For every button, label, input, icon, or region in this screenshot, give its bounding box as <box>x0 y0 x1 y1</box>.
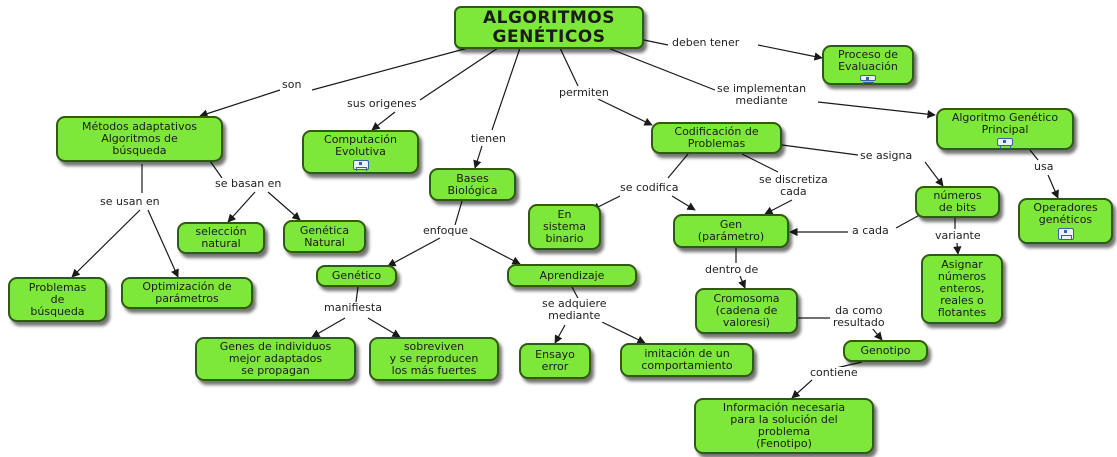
link-label-deben-tener: deben tener <box>670 36 742 49</box>
node-aprendizaje[interactable]: Aprendizaje <box>507 264 637 287</box>
link-label-sus-origenes: sus origenes <box>345 97 419 110</box>
node-label: Proceso de Evaluación <box>838 48 898 73</box>
node-label: ALGORITMOS GENÉTICOS <box>482 7 616 47</box>
node-algoritmos-geneticos[interactable]: ALGORITMOS GENÉTICOS <box>454 6 644 49</box>
node-cromosoma[interactable]: Cromosoma (cadena de valoresi) <box>695 288 798 334</box>
node-label: Aprendizaje <box>539 268 605 282</box>
node-label: Algoritmo Genético Principal <box>951 111 1059 136</box>
link-label-se-implementan: se implementan mediante <box>715 82 809 107</box>
submap-icon[interactable] <box>860 75 876 86</box>
node-genetica-natural[interactable]: Genética Natural <box>283 220 366 253</box>
node-label: Cromosoma (cadena de valoresi) <box>713 292 780 329</box>
link-label-se-usan-en: se usan en <box>98 195 162 208</box>
node-label: Codificación de Problemas <box>674 125 759 150</box>
node-operadores-geneticos[interactable]: Operadores genéticos <box>1018 198 1113 244</box>
node-ensayo-error[interactable]: Ensayo error <box>519 343 591 379</box>
node-codificacion-problemas[interactable]: Codificación de Problemas <box>651 122 782 154</box>
node-gen-parametro[interactable]: Gen (parámetro) <box>673 214 789 248</box>
node-label: sobreviven y se reproducen los más fuert… <box>389 340 479 377</box>
node-bases-biologica[interactable]: Bases Biológica <box>429 168 516 201</box>
link-label-tienen: tienen <box>469 132 508 145</box>
node-sobreviven[interactable]: sobreviven y se reproducen los más fuert… <box>369 337 499 381</box>
node-label: Computación Evolutiva <box>324 133 397 158</box>
link-label-se-basan-en: se basan en <box>213 177 284 190</box>
node-label: Genética Natural <box>299 223 350 249</box>
link-label-se-codifica: se codifica <box>618 181 681 194</box>
link-label-dentro-de: dentro de <box>703 263 761 276</box>
node-label: Bases Biológica <box>447 171 498 197</box>
node-metodos-adaptativos[interactable]: Métodos adaptativos Algoritmos de búsque… <box>56 116 223 162</box>
node-genetico[interactable]: Genético <box>316 265 397 287</box>
link-label-contiene: contiene <box>808 366 860 379</box>
node-numeros-de-bits[interactable]: números de bits <box>915 186 1000 218</box>
link-label-se-discretiza: se discretiza cada <box>757 173 830 198</box>
node-optimizacion-parametros[interactable]: Optimización de parámetros <box>121 277 253 309</box>
node-computacion-evolutiva[interactable]: Computación Evolutiva <box>302 130 419 174</box>
node-label: imitación de un comportamiento <box>641 347 733 372</box>
link-label-usa: usa <box>1032 160 1056 173</box>
link-label-variante: variante <box>933 229 983 242</box>
link-label-son: son <box>280 78 304 91</box>
node-asignar-numeros[interactable]: Asignar números enteros, reales o flotan… <box>921 254 1003 324</box>
node-informacion-fenotipo[interactable]: Información necesaria para la solución d… <box>694 398 874 454</box>
link-label-se-adquiere: se adquiere mediante <box>540 297 609 322</box>
node-label: selección natural <box>195 225 247 250</box>
node-label: Genotipo <box>860 344 911 357</box>
node-label: Información necesaria para la solución d… <box>722 401 846 450</box>
node-label: Genético <box>331 269 382 282</box>
link-label-a-cada: a cada <box>850 224 891 237</box>
node-label: Ensayo error <box>535 348 575 373</box>
submap-icon[interactable] <box>997 138 1013 149</box>
node-label: Gen (parámetro) <box>697 218 765 243</box>
node-imitacion-comportamiento[interactable]: imitación de un comportamiento <box>620 343 754 377</box>
node-label: Operadores genéticos <box>1033 201 1098 226</box>
link-label-se-asigna: se asigna <box>858 149 915 162</box>
node-seleccion-natural[interactable]: selección natural <box>177 222 265 254</box>
node-label: Optimización de parámetros <box>142 280 232 305</box>
link-label-da-como: da como resultado <box>831 304 887 329</box>
node-genes-de-individuos[interactable]: Genes de individuos mejor adaptados se p… <box>195 337 356 381</box>
submap-icon[interactable] <box>352 160 369 171</box>
node-problemas-busqueda[interactable]: Problemas de búsqueda <box>8 277 107 322</box>
node-label: Asignar números enteros, reales o flotan… <box>937 258 987 319</box>
node-en-sistema-binario[interactable]: En sistema binario <box>528 204 601 250</box>
node-label: Métodos adaptativos Algoritmos de búsque… <box>81 120 198 157</box>
node-label: Genes de individuos mejor adaptados se p… <box>219 340 332 377</box>
submap-icon[interactable] <box>1057 228 1074 240</box>
link-label-permiten: permiten <box>557 86 611 99</box>
node-label: En sistema binario <box>542 208 587 245</box>
link-label-enfoque: enfoque <box>421 224 471 237</box>
link-label-manifiesta: manifiesta <box>322 301 384 314</box>
node-label: Problemas de búsqueda <box>28 280 87 318</box>
node-genotipo[interactable]: Genotipo <box>843 340 928 362</box>
node-label: números de bits <box>933 189 982 214</box>
node-proceso-evaluacion[interactable]: Proceso de Evaluación <box>822 45 914 86</box>
node-algoritmo-genetico-principal[interactable]: Algoritmo Genético Principal <box>936 108 1074 150</box>
